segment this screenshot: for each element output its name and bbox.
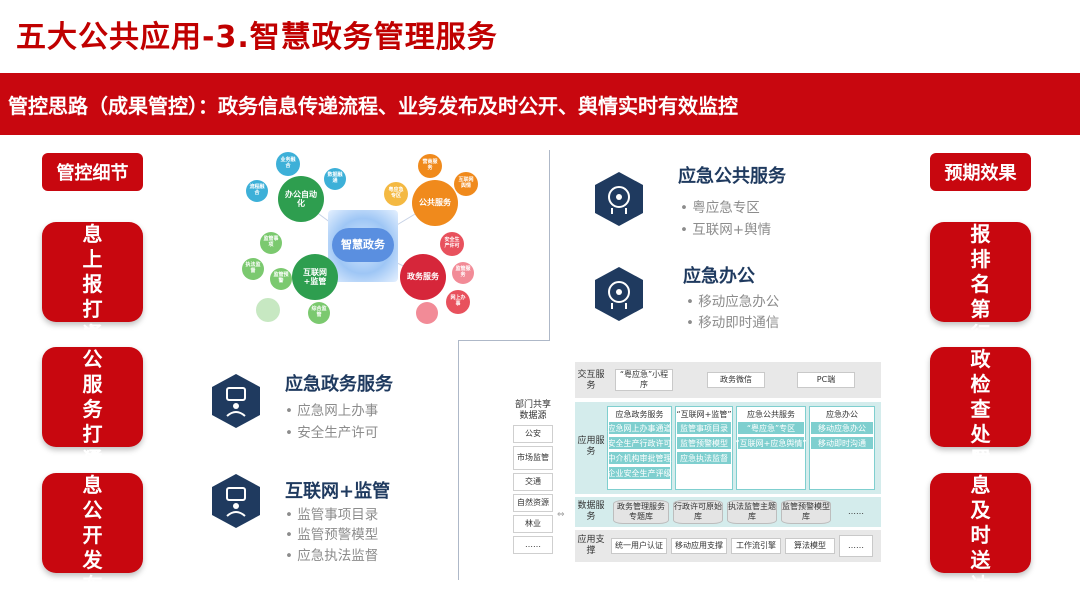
app-item: 监管预警模型 <box>677 437 731 449</box>
pc-box: PC端 <box>797 372 855 388</box>
section-bullet: 应急执法监督 <box>285 544 378 564</box>
dept-source-label: 部门共享数据源 <box>514 400 551 421</box>
bubble-small: 业务融合 <box>276 152 300 176</box>
app-item: 中介机构审批管理 <box>607 452 672 464</box>
banner-bar <box>0 73 1080 135</box>
left-tile-2: 办公服务打通 <box>42 322 143 471</box>
row-label: 应用支撑 <box>577 535 605 556</box>
section-title-emergency-gov-service: 应急政务服务 <box>285 374 393 395</box>
row-label: 应用服务 <box>577 436 605 457</box>
bubble-gov-service: 政务服务 <box>400 254 446 300</box>
dept-item: 交通 <box>513 473 553 491</box>
row-label: 交互服务 <box>577 370 605 391</box>
bubble-small: 互联网舆情 <box>454 172 478 196</box>
gov-wechat-box: 政务微信 <box>707 372 765 388</box>
banner-text: 管控思路（成果管控）：政务信息传递流程、业务发布及时公开、舆情实时有效监控 <box>8 94 738 118</box>
left-tile-3: 信息公开发布 <box>42 448 143 597</box>
bubble-internet-monitor: 互联网+监管 <box>292 254 338 300</box>
bubble-small <box>256 298 280 322</box>
more-ellipsis: …… <box>848 507 864 516</box>
right-tile-3: 信息及时送达 <box>930 448 1031 597</box>
section-bullet: 安全生产许可 <box>285 421 378 441</box>
dept-item: 自然资源 <box>513 494 553 512</box>
dept-item: 公安 <box>513 425 553 443</box>
bubble-small: 监管预警 <box>270 268 292 290</box>
section-bullet: 粤应急专区 <box>680 196 760 216</box>
database-cylinder: 行政许可原始库 <box>673 500 723 524</box>
database-cylinder: 执法监管主题库 <box>727 500 777 524</box>
bubble-small: 粤应急专区 <box>384 182 408 206</box>
smart-gov-diagram: 智慧政务 办公自动化 公共服务 互联网+监管 政务服务 业务融合 数据融通 流程… <box>240 150 480 330</box>
dept-item: …… <box>513 536 553 554</box>
app-item: 监管事项目录 <box>677 422 731 434</box>
right-tag: 预期效果 <box>930 153 1031 191</box>
bubble-small: 监管服务 <box>452 262 474 284</box>
support-item: 工作流引擎 <box>731 538 781 554</box>
app-item: “互联网+应急舆情” <box>735 437 807 449</box>
bubble-center: 智慧政务 <box>332 228 394 262</box>
app-item: 应急执法监督 <box>677 452 731 464</box>
app-item: 移动即时沟通 <box>811 437 873 449</box>
app-item: 安全生产行政许可 <box>607 437 672 449</box>
divider-line <box>458 340 550 341</box>
database-cylinder: 政务管理服务专题库 <box>613 500 669 524</box>
double-arrow-icon: ⇔ <box>557 510 565 520</box>
section-bullet: 互联网+舆情 <box>680 218 771 238</box>
bubble-small: 网上办事 <box>446 290 470 314</box>
app-item: 移动应急办公 <box>811 422 873 434</box>
bubble-small: 安全生产许可 <box>440 232 464 256</box>
bubble-small: 执法监督 <box>242 258 264 280</box>
head-gear-icon <box>595 172 643 226</box>
section-bullet: 监管预警模型 <box>285 523 378 543</box>
app-item: 应急网上办事通道 <box>607 422 672 434</box>
support-item: 移动应用支撑 <box>671 538 727 554</box>
bubble-small: 流程融合 <box>246 180 268 202</box>
bubble-office-auto: 办公自动化 <box>278 176 324 222</box>
app-item: 企业安全生产评级 <box>607 467 672 479</box>
row-label: 数据服务 <box>577 501 605 522</box>
mini-program-box: “粤应急”小程序 <box>615 369 673 391</box>
col-header: 应急办公 <box>826 410 858 419</box>
bubble-small: 监管事项 <box>260 232 282 254</box>
user-chat-icon <box>212 374 260 428</box>
section-title-emergency-office: 应急办公 <box>683 266 755 287</box>
left-tag: 管控细节 <box>42 153 143 191</box>
bubble-small: 综合监管 <box>308 302 330 324</box>
support-item: …… <box>839 535 873 557</box>
app-item: “粤应急”专区 <box>738 422 804 434</box>
divider-line <box>549 150 550 340</box>
right-tile-1: 上报排名第一 <box>930 197 1031 346</box>
section-title-emergency-public-service: 应急公共服务 <box>678 166 786 187</box>
dept-item: 林业 <box>513 515 553 533</box>
page-title: 五大公共应用-3.智慧政务管理服务 <box>16 20 498 55</box>
section-bullet: 应急网上办事 <box>285 399 378 419</box>
bubble-small: 数据融通 <box>324 168 346 190</box>
section-bullet: 移动应急办公 <box>686 290 779 310</box>
col-header: 应急公共服务 <box>747 410 795 419</box>
support-item: 统一用户认证 <box>611 538 667 554</box>
support-item: 算法模型 <box>785 538 835 554</box>
bubble-public-service: 公共服务 <box>412 180 458 226</box>
left-tile-1: 信息上报打通 <box>42 197 143 346</box>
head-gear-icon <box>595 267 643 321</box>
section-bullet: 移动即时通信 <box>686 311 779 331</box>
architecture-diagram: 部门共享数据源 公安 市场监管 交通 自然资源 林业 …… ⇔ 交互服务 “粤应… <box>505 362 881 564</box>
dept-item: 市场监管 <box>513 446 553 470</box>
bubble-small: 营商服务 <box>418 154 442 178</box>
right-tile-2: 行政检查处罚 <box>930 322 1031 471</box>
divider-line <box>458 340 459 580</box>
col-header: “互联网+监管” <box>676 410 732 419</box>
section-bullet: 监管事项目录 <box>285 503 378 523</box>
section-title-internet-monitor: 互联网+监管 <box>285 481 391 502</box>
col-header: 应急政务服务 <box>615 410 664 419</box>
bubble-small <box>416 302 438 324</box>
user-chat-icon <box>212 474 260 528</box>
database-cylinder: 监管预警模型库 <box>781 500 831 524</box>
